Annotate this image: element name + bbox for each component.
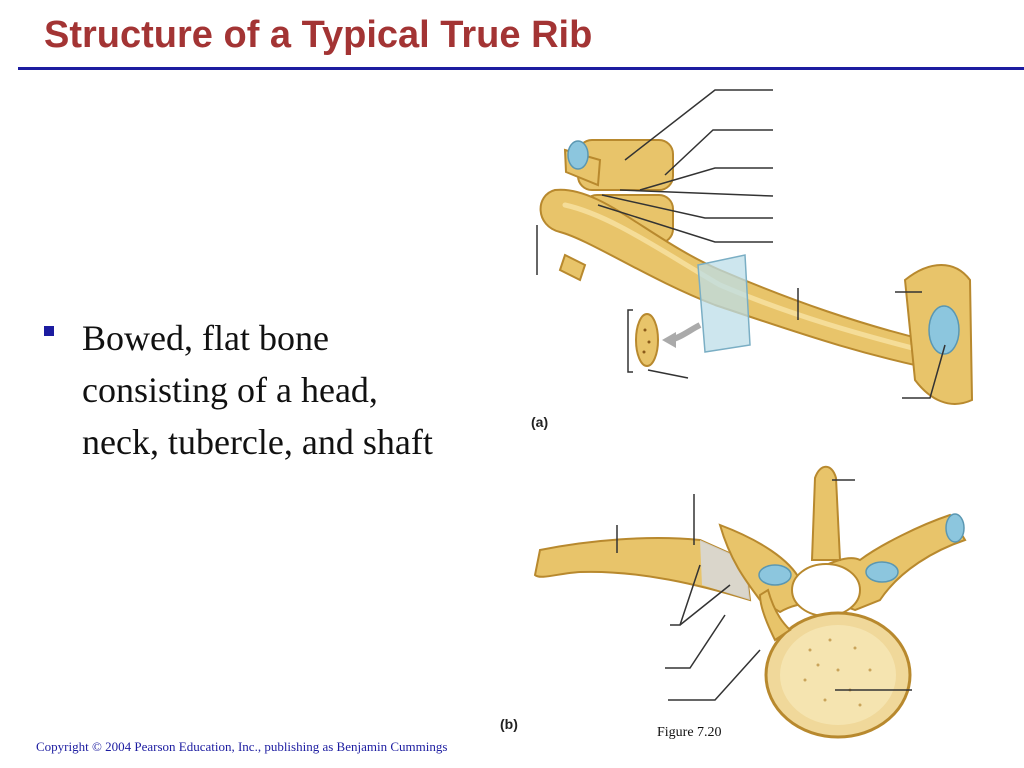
- panel-b-illustration: [533, 465, 967, 739]
- bullet-text: Bowed, flat bone consisting of a head, n…: [82, 318, 433, 462]
- bullet-square-icon: [44, 326, 54, 336]
- panel-a-illustration: [536, 89, 974, 405]
- copyright-notice: Copyright © 2004 Pearson Education, Inc.…: [36, 739, 448, 754]
- panel-a-label: (a): [531, 414, 549, 430]
- slide-title: Structure of a Typical True Rib: [44, 14, 593, 56]
- figure-caption: Figure 7.20: [657, 725, 722, 740]
- title-rule: [18, 67, 1024, 70]
- panel-b-label: (b): [500, 716, 518, 732]
